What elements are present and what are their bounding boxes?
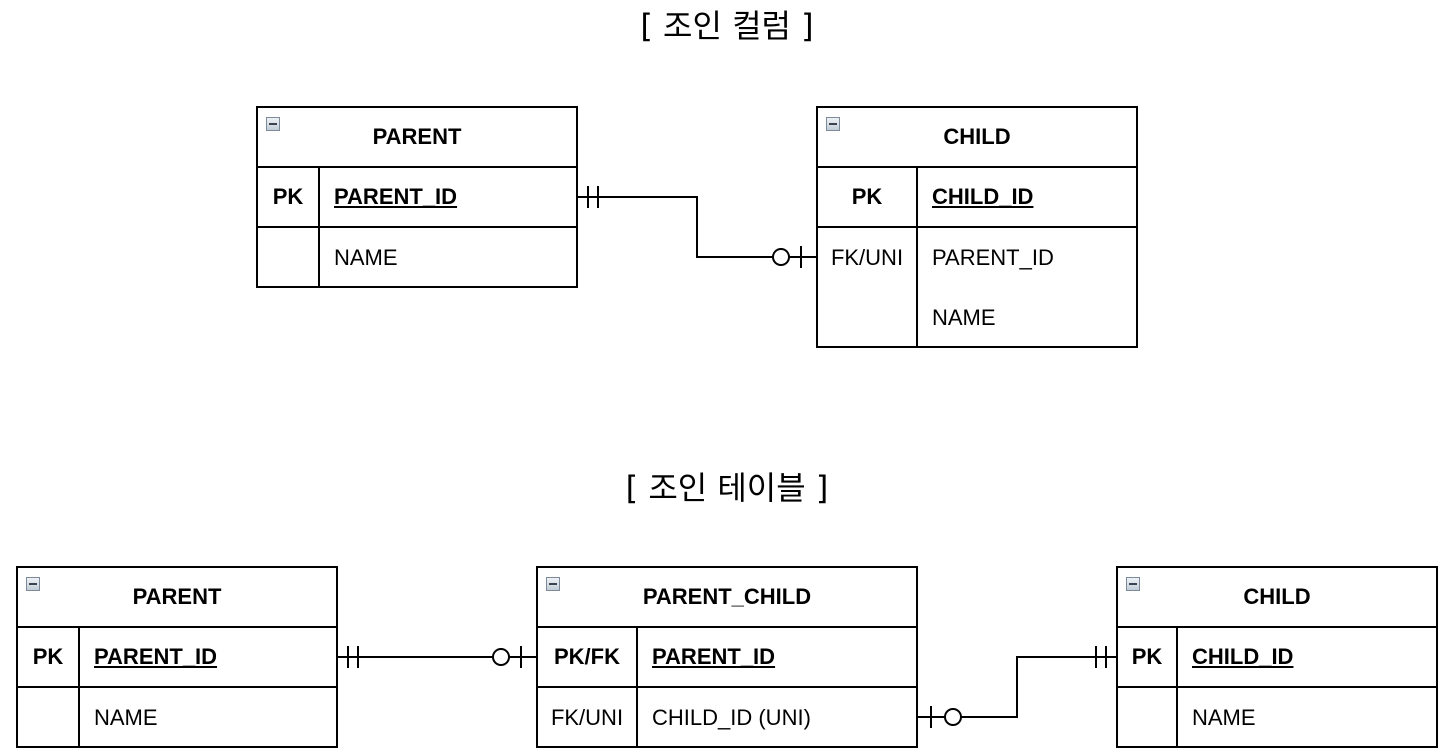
entity-header: CHILD: [818, 108, 1136, 168]
attribute-row: PK PARENT_ID: [258, 168, 576, 228]
attribute-row: NAME: [818, 288, 1136, 348]
key-label: [818, 288, 918, 348]
field-name: CHILD_ID: [932, 184, 1034, 209]
collapse-icon[interactable]: [1126, 577, 1140, 591]
attribute-row: PK/FK PARENT_ID: [538, 628, 916, 688]
field-name: CHILD_ID (UNI): [652, 705, 811, 730]
entity-name: CHILD: [1243, 584, 1311, 609]
zero-mark: [492, 648, 510, 666]
relationship-parent-child[interactable]: [578, 186, 816, 268]
key-label: PK/FK: [538, 628, 638, 686]
parent-entity[interactable]: PARENT PK PARENT_ID NAME: [256, 106, 578, 288]
field-name: NAME: [94, 705, 158, 730]
collapse-icon[interactable]: [26, 577, 40, 591]
join-table-title: [ 조인 테이블 ]: [625, 469, 829, 507]
field-name: PARENT_ID: [932, 245, 1054, 270]
key-label: FK/UNI: [818, 228, 918, 288]
attribute-row: NAME: [1118, 688, 1436, 748]
entity-header: PARENT_CHILD: [538, 568, 916, 628]
zero-mark: [772, 248, 790, 266]
collapse-icon[interactable]: [546, 577, 560, 591]
child-entity[interactable]: CHILD PK CHILD_ID FK/UNI PARENT_ID NAME: [816, 106, 1138, 348]
collapse-icon[interactable]: [826, 117, 840, 131]
entity-name: CHILD: [943, 124, 1011, 149]
entity-header: CHILD: [1118, 568, 1436, 628]
parent-entity[interactable]: PARENT PK PARENT_ID NAME: [16, 566, 338, 748]
attribute-row: PK CHILD_ID: [1118, 628, 1436, 688]
field-name: PARENT_ID: [652, 644, 776, 669]
key-label: [18, 688, 80, 748]
child-entity[interactable]: CHILD PK CHILD_ID NAME: [1116, 566, 1438, 748]
field-name: NAME: [334, 245, 398, 270]
attribute-row: PK CHILD_ID: [818, 168, 1136, 228]
join-table-entity[interactable]: PARENT_CHILD PK/FK PARENT_ID FK/UNI CHIL…: [536, 566, 918, 748]
key-label: [258, 228, 320, 288]
relationship-jointable-child[interactable]: [918, 646, 1116, 728]
key-label: PK: [818, 168, 918, 226]
field-name: PARENT_ID: [334, 184, 458, 209]
entity-header: PARENT: [18, 568, 336, 628]
entity-name: PARENT: [372, 124, 462, 149]
relationship-parent-jointable[interactable]: [338, 646, 536, 668]
attribute-row: NAME: [258, 228, 576, 288]
field-name: NAME: [1192, 705, 1256, 730]
entity-header: PARENT: [258, 108, 576, 168]
key-label: [1118, 688, 1178, 748]
attribute-row: NAME: [18, 688, 336, 748]
attribute-row: FK/UNI PARENT_ID: [818, 228, 1136, 288]
attribute-row: FK/UNI CHILD_ID (UNI): [538, 688, 916, 748]
collapse-icon[interactable]: [266, 117, 280, 131]
entity-name: PARENT: [132, 584, 222, 609]
join-column-title: [ 조인 컬럼 ]: [640, 7, 814, 45]
key-label: PK: [258, 168, 320, 226]
key-label: PK: [1118, 628, 1178, 686]
field-name: NAME: [932, 305, 996, 330]
entity-name: PARENT_CHILD: [642, 584, 812, 609]
key-label: FK/UNI: [538, 688, 638, 748]
attribute-row: PK PARENT_ID: [18, 628, 336, 688]
field-name: CHILD_ID: [1192, 644, 1294, 669]
field-name: PARENT_ID: [94, 644, 218, 669]
key-label: PK: [18, 628, 80, 686]
zero-mark: [944, 708, 962, 726]
